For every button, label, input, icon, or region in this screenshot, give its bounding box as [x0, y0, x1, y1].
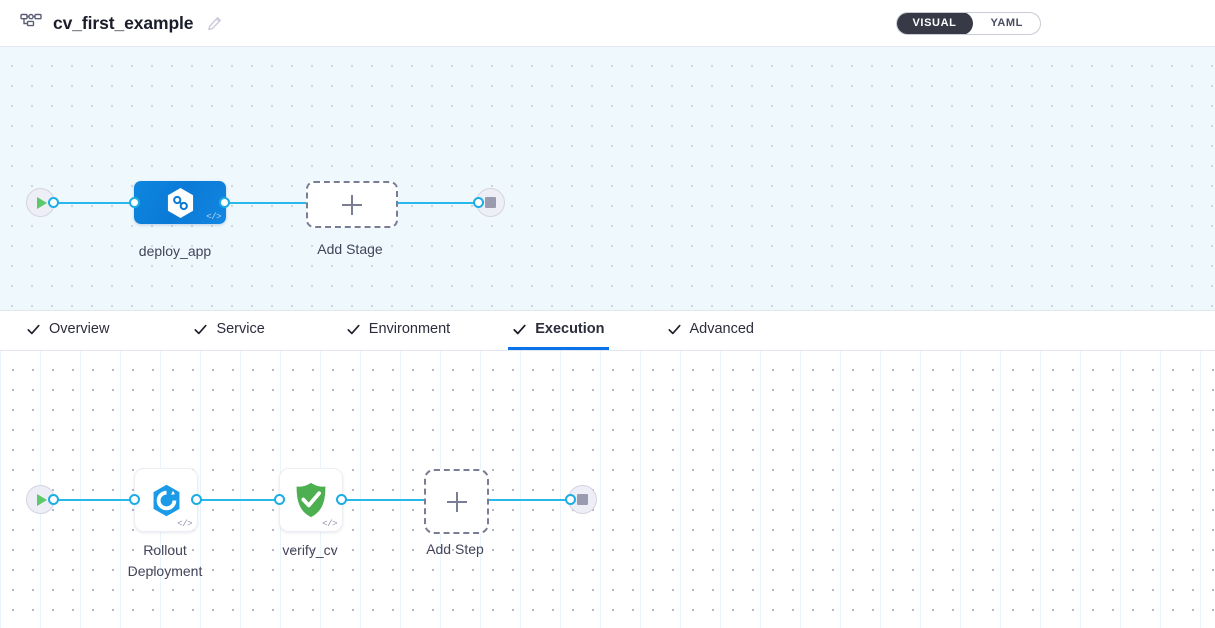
edge-addstep-to-end	[487, 499, 572, 501]
add-stage-box[interactable]	[306, 181, 398, 228]
step-label-verify-cv: verify_cv	[282, 542, 338, 558]
tab-label: Advanced	[689, 321, 755, 337]
step-card[interactable]: </>	[279, 468, 343, 532]
add-stage-label: Add Stage	[317, 241, 383, 257]
tab-environment[interactable]: Environment	[342, 311, 454, 350]
step-end-node[interactable]	[568, 485, 597, 514]
stop-icon	[577, 494, 588, 505]
rollout-deployment-icon	[148, 482, 185, 519]
edge-rollout-to-verify	[196, 499, 284, 501]
tab-label: Overview	[49, 321, 110, 337]
play-icon	[37, 196, 47, 209]
code-badge-icon: </>	[177, 519, 192, 529]
step-label-rollout-deployment: Rollout Deployment	[127, 542, 203, 579]
tab-overview[interactable]: Overview	[22, 311, 113, 350]
step-node-rollout-deployment[interactable]: </>	[134, 468, 198, 532]
stage-graph-canvas[interactable]: </> deploy_app Add Stage	[0, 47, 1215, 311]
plus-icon	[446, 491, 467, 512]
tab-advanced[interactable]: Advanced	[663, 311, 759, 350]
view-mode-visual[interactable]: VISUAL	[896, 12, 974, 34]
tab-label: Service	[216, 321, 265, 337]
step-graph-canvas[interactable]: </> Rollout Deployment </> verify_cv Add…	[0, 351, 1215, 628]
stage-node-deploy-app[interactable]: </>	[134, 181, 226, 224]
stage-config-tabs[interactable]: Overview Service Environment Execution A…	[0, 311, 1215, 351]
code-badge-icon: </>	[322, 519, 337, 529]
tab-service[interactable]: Service	[189, 311, 268, 350]
add-step-box[interactable]	[424, 469, 489, 534]
pencil-edit-icon[interactable]	[207, 16, 222, 31]
edge-start-to-rollout	[52, 499, 138, 501]
edge-verify-to-addstep	[341, 499, 425, 501]
end-input-port[interactable]	[473, 197, 484, 208]
tab-execution[interactable]: Execution	[508, 311, 609, 350]
step-card[interactable]: </>	[134, 468, 198, 532]
tab-label: Execution	[535, 321, 605, 337]
add-stage-button[interactable]	[306, 181, 398, 228]
play-icon	[37, 493, 47, 506]
check-icon	[26, 322, 41, 337]
check-icon	[346, 322, 361, 337]
edge-start-to-deploy	[53, 202, 137, 204]
code-badge-icon: </>	[206, 212, 221, 222]
verify-shield-check-icon	[293, 481, 329, 519]
harness-hexagon-icon	[166, 187, 195, 219]
app-header: cv_first_example VISUAL YAML	[0, 0, 1215, 47]
verify-input-port[interactable]	[274, 494, 285, 505]
edge-addstage-to-end	[391, 202, 485, 204]
verify-output-port[interactable]	[336, 494, 347, 505]
page-title: cv_first_example	[53, 12, 194, 33]
view-mode-yaml[interactable]: YAML	[990, 16, 1023, 29]
pipeline-hierarchy-icon	[20, 12, 42, 34]
check-icon	[667, 322, 682, 337]
step-node-verify-cv[interactable]: </>	[279, 468, 343, 532]
header-right-group: VISUAL YAML	[895, 11, 1215, 35]
add-step-label: Add Step	[426, 541, 484, 557]
deploy-input-port[interactable]	[129, 197, 140, 208]
tab-label: Environment	[368, 321, 451, 337]
stage-label-deploy-app: deploy_app	[138, 243, 212, 259]
edge-deploy-to-addstage	[224, 202, 312, 204]
stage-card[interactable]: </>	[134, 181, 226, 224]
step-end-input-port[interactable]	[565, 494, 576, 505]
start-output-port[interactable]	[48, 197, 59, 208]
plus-icon	[342, 194, 362, 215]
view-mode-toggle[interactable]: VISUAL YAML	[895, 11, 1041, 35]
check-icon	[193, 322, 208, 337]
step-start-output-port[interactable]	[48, 494, 59, 505]
rollout-input-port[interactable]	[129, 494, 140, 505]
deploy-output-port[interactable]	[219, 197, 230, 208]
header-left-group: cv_first_example	[0, 12, 222, 34]
rollout-output-port[interactable]	[191, 494, 202, 505]
stop-icon	[485, 197, 496, 208]
check-icon	[512, 322, 527, 337]
end-node[interactable]	[568, 485, 597, 514]
add-step-button[interactable]	[424, 469, 489, 534]
